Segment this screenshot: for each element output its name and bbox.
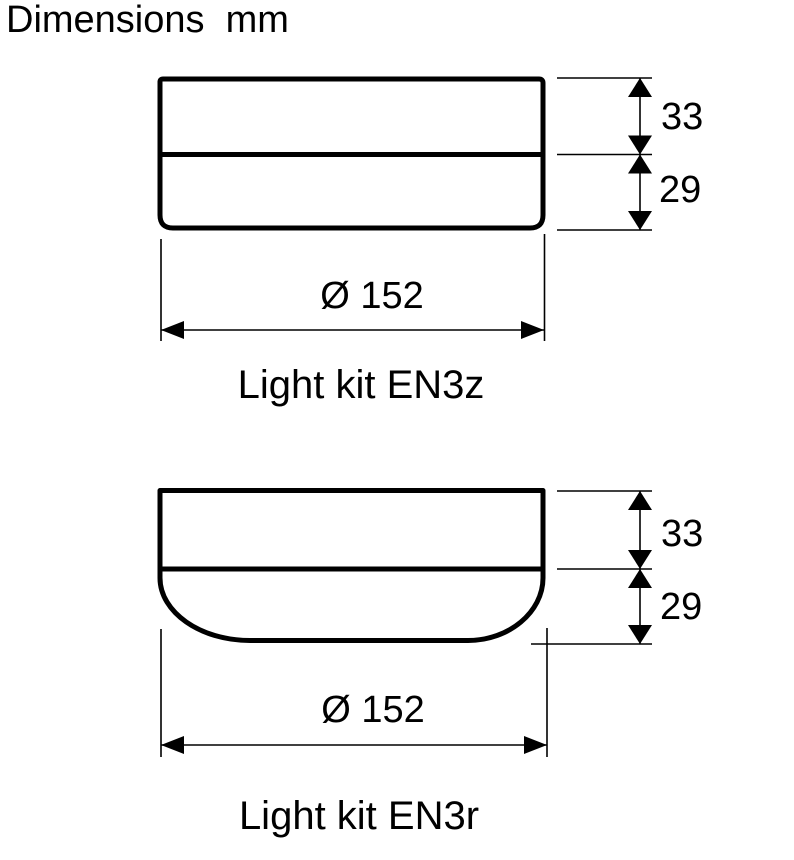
en3r-diameter-dimension: Ø 152 (160, 628, 548, 757)
en3r-arrow-down-29 (628, 625, 652, 644)
en3z-arrow-up-29 (628, 154, 652, 174)
en3r-label-29: 29 (660, 586, 702, 628)
en3z-diameter-label: Ø 152 (320, 275, 424, 317)
en3r-arrow-right (524, 736, 547, 754)
en3r-height-dimensions: 33 29 (531, 490, 703, 645)
en3z-arrow-left (161, 321, 184, 339)
figure-en3r: 33 29 Ø 152 Light kit EN3r (157, 488, 703, 838)
en3r-arrow-up-29 (628, 569, 652, 588)
en3z-arrow-up-33 (628, 78, 652, 97)
en3r-arrow-up-33 (628, 491, 652, 510)
en3r-arrow-left (161, 736, 184, 754)
en3z-arrow-down-29 (628, 211, 652, 230)
page-title: Dimensions mm (6, 0, 289, 41)
en3r-caption: Light kit EN3r (239, 794, 479, 838)
figure-en3z: 33 29 Ø 152 Light kit EN3z (157, 76, 703, 407)
en3z-arrow-right (521, 321, 544, 339)
en3z-arrow-down-33 (628, 135, 652, 155)
en3r-body-outline (157, 488, 546, 643)
en3z-diameter-dimension: Ø 152 (160, 234, 546, 341)
en3z-label-33: 33 (661, 96, 703, 138)
en3z-label-29: 29 (659, 169, 701, 211)
en3r-label-33: 33 (661, 513, 703, 555)
en3z-caption: Light kit EN3z (238, 363, 485, 407)
en3z-height-dimensions: 33 29 (557, 77, 703, 231)
en3r-arrow-down-33 (628, 550, 652, 569)
en3r-diameter-label: Ø 152 (321, 689, 425, 731)
